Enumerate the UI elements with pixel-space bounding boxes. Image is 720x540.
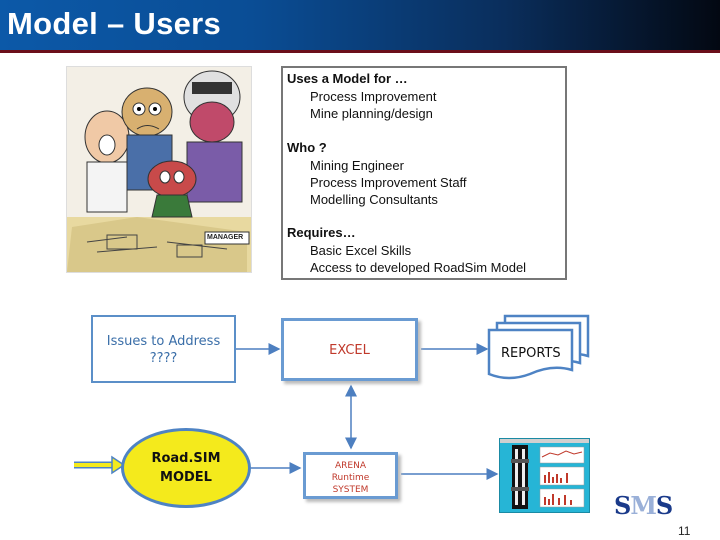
logo-letter: S (655, 491, 673, 520)
cartoon-illustration: MANAGER (66, 66, 252, 273)
info-box: Uses a Model for … Process Improvement M… (281, 66, 567, 280)
simulation-screenshot (499, 438, 590, 513)
arena-box: ARENA Runtime SYSTEM (303, 452, 398, 499)
uses-item: Process Improvement (310, 89, 437, 104)
uses-item: Mine planning/design (310, 106, 433, 121)
who-heading: Who ? (287, 140, 327, 155)
input-arrow (74, 455, 126, 475)
issues-label: Issues to Address (106, 334, 221, 349)
who-item: Mining Engineer (310, 158, 404, 173)
issues-placeholder: ???? (149, 351, 178, 366)
excel-label: EXCEL (329, 343, 370, 358)
manager-badge: MANAGER (207, 234, 244, 241)
who-item: Process Improvement Staff (310, 175, 467, 190)
roadsim-label: Road.SIM (151, 451, 221, 466)
roadsim-model-ellipse: Road.SIM MODEL (121, 428, 251, 508)
issues-box: Issues to Address ???? (91, 315, 236, 383)
requires-item: Access to developed RoadSim Model (310, 260, 527, 275)
arena-label: SYSTEM (332, 485, 369, 495)
reports-stack (487, 314, 590, 380)
requires-heading: Requires… (287, 225, 356, 240)
reports-label: REPORTS (501, 346, 561, 361)
slide-title: Model – Users (7, 6, 222, 41)
title-bar: Model – Users (0, 0, 720, 50)
excel-box: EXCEL (281, 318, 418, 381)
title-underline (0, 50, 720, 53)
requires-item: Basic Excel Skills (310, 243, 412, 258)
sms-logo: SMS (614, 491, 673, 520)
who-item: Modelling Consultants (310, 192, 438, 207)
arena-label: Runtime (331, 473, 370, 483)
page-number: 11 (678, 524, 691, 538)
logo-letter: S (614, 491, 631, 520)
arena-label: ARENA (335, 461, 366, 471)
roadsim-sublabel: MODEL (160, 470, 212, 485)
logo-letter: M (630, 491, 657, 520)
uses-heading: Uses a Model for … (287, 71, 408, 86)
